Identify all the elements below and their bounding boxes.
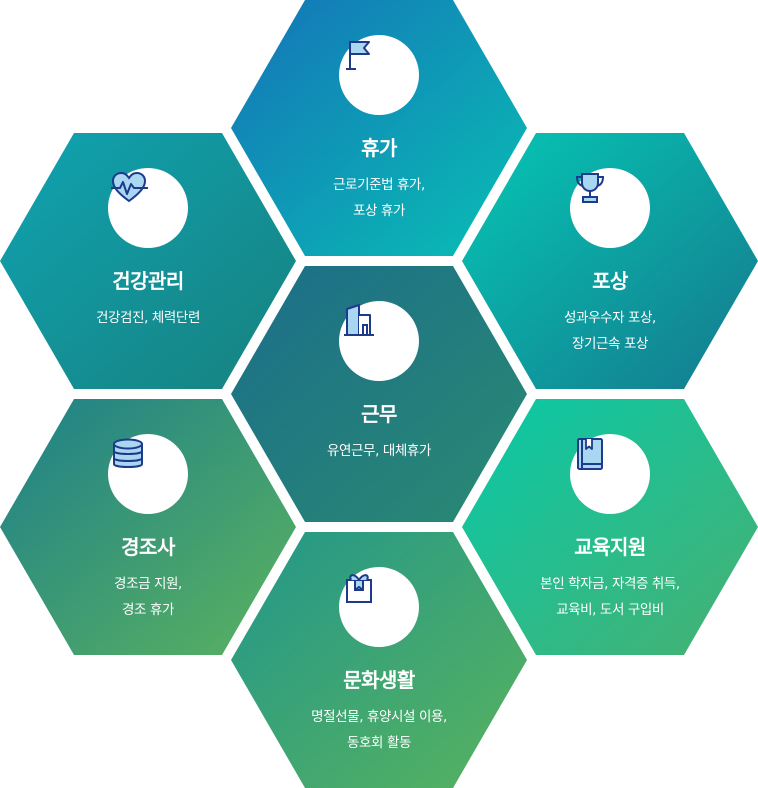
- desc-line: 본인 학자금, 자격증 취득,: [540, 576, 680, 592]
- cell-title: 경조사: [121, 535, 175, 559]
- cell-description: 명절선물, 휴양시설 이용, 동호회 활동: [231, 704, 527, 756]
- cell-title: 근무: [361, 402, 397, 426]
- cell-reward: 포상 성과우수자 포상, 장기근속 포상: [462, 133, 758, 389]
- desc-line: 포상 휴가: [353, 203, 405, 219]
- hexagon-education: [462, 399, 758, 655]
- heartbeat-icon: [111, 171, 148, 203]
- building-icon-circle: [339, 301, 419, 381]
- cell-title: 교육지원: [574, 535, 646, 559]
- desc-line: 유연근무, 대체휴가: [327, 443, 431, 459]
- hexagon-health: [0, 133, 296, 389]
- building-icon: [344, 304, 374, 336]
- desc-line: 건강검진, 체력단련: [96, 310, 200, 326]
- book-icon-circle: [570, 434, 650, 514]
- desc-line: 장기근속 포상: [571, 336, 648, 352]
- cell-title: 문화생활: [343, 668, 415, 692]
- desc-line: 교육비, 도서 구입비: [556, 602, 664, 618]
- trophy-icon: [575, 173, 605, 203]
- desc-line: 경조 휴가: [122, 602, 174, 618]
- gift-icon: [346, 574, 372, 603]
- cell-description: 성과우수자 포상, 장기근속 포상: [462, 305, 758, 357]
- cell-title: 건강관리: [112, 269, 184, 293]
- hexagon-culture: [231, 532, 527, 788]
- hexagon-work: [231, 266, 527, 522]
- gift-icon-circle: [339, 567, 419, 647]
- flag-icon-circle: [339, 35, 419, 115]
- cell-description: 경조금 지원, 경조 휴가: [0, 571, 296, 623]
- database-icon: [113, 438, 143, 468]
- cell-description: 근로기준법 휴가, 포상 휴가: [231, 172, 527, 224]
- flag-icon: [346, 41, 370, 70]
- cell-title: 포상: [592, 269, 628, 293]
- cell-description: 본인 학자금, 자격증 취득, 교육비, 도서 구입비: [462, 571, 758, 623]
- hexagon-vacation: [231, 0, 527, 256]
- book-icon: [577, 438, 603, 470]
- desc-line: 동호회 활동: [347, 735, 411, 751]
- heartbeat-icon-circle: [108, 168, 188, 248]
- desc-line: 명절선물, 휴양시설 이용,: [311, 709, 447, 725]
- desc-line: 경조금 지원,: [114, 576, 182, 592]
- cell-culture: 문화생활 명절선물, 휴양시설 이용, 동호회 활동: [231, 532, 527, 788]
- cell-vacation: 휴가 근로기준법 휴가, 포상 휴가: [231, 0, 527, 256]
- cell-work: 근무 유연근무, 대체휴가: [231, 266, 527, 522]
- desc-line: 근로기준법 휴가,: [333, 177, 425, 193]
- hexagon-family: [0, 399, 296, 655]
- cell-title: 휴가: [361, 136, 397, 160]
- cell-description: 건강검진, 체력단련: [0, 305, 296, 331]
- cell-family: 경조사 경조금 지원, 경조 휴가: [0, 399, 296, 655]
- cell-health: 건강관리 건강검진, 체력단련: [0, 133, 296, 389]
- database-icon-circle: [108, 434, 188, 514]
- trophy-icon-circle: [570, 168, 650, 248]
- cell-education: 교육지원 본인 학자금, 자격증 취득, 교육비, 도서 구입비: [462, 399, 758, 655]
- cell-description: 유연근무, 대체휴가: [231, 438, 527, 464]
- desc-line: 성과우수자 포상,: [564, 310, 656, 326]
- hexagon-reward: [462, 133, 758, 389]
